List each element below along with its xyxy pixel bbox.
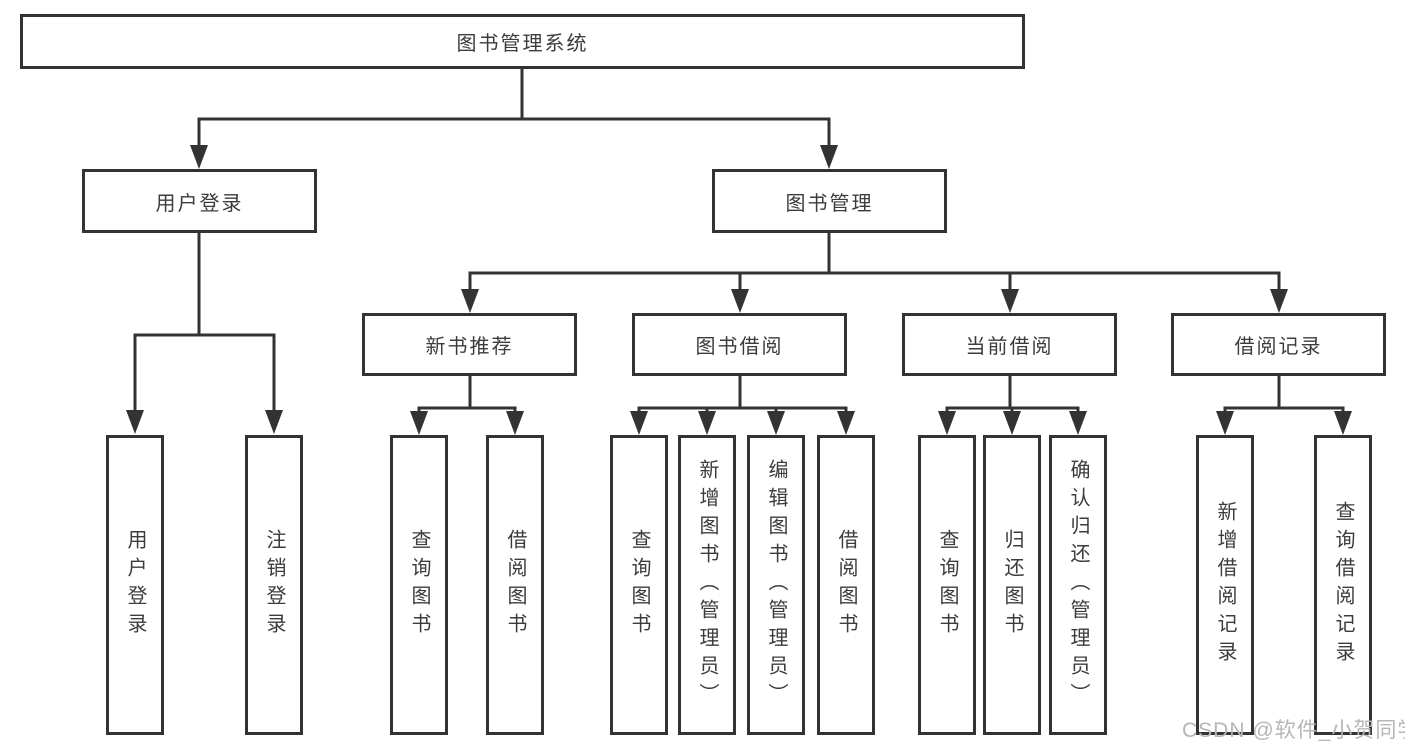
leaf-current-query-books-label: 查询图书 <box>936 529 958 641</box>
node-book-management: 图书管理 <box>712 169 947 233</box>
leaf-query-borrow-record-label: 查询借阅记录 <box>1332 501 1354 669</box>
node-book-management-label: 图书管理 <box>785 192 874 215</box>
node-borrowing-records: 借阅记录 <box>1171 313 1386 376</box>
node-new-book-recommend-label: 新书推荐 <box>425 336 514 358</box>
leaf-confirm-return-admin-label: 确认归还（管理员） <box>1067 459 1089 711</box>
leaf-edit-books-admin: 编辑图书（管理员） <box>747 435 805 735</box>
leaf-logout: 注销登录 <box>245 435 303 735</box>
csdn-watermark: CSDN @软件_小贺同学 <box>1182 719 1405 742</box>
leaf-add-books-admin: 新增图书（管理员） <box>678 435 736 735</box>
connector-book-mgmt-to-level3 <box>461 233 1288 313</box>
leaf-return-books: 归还图书 <box>983 435 1041 735</box>
leaf-user-login-label: 用户登录 <box>124 529 146 641</box>
node-root-system: 图书管理系统 <box>20 14 1025 69</box>
node-current-borrowing: 当前借阅 <box>902 313 1117 376</box>
leaf-user-login: 用户登录 <box>106 435 164 735</box>
connector-user-login-to-leaves <box>126 233 283 434</box>
leaf-add-books-admin-label: 新增图书（管理员） <box>696 459 718 711</box>
leaf-recommend-borrow-books-label: 借阅图书 <box>504 529 526 641</box>
connector-root-to-level2 <box>190 69 838 169</box>
leaf-logout-label: 注销登录 <box>263 529 285 641</box>
leaf-confirm-return-admin: 确认归还（管理员） <box>1049 435 1107 735</box>
leaf-borrowing-query-books-label: 查询图书 <box>628 529 650 641</box>
leaf-current-query-books: 查询图书 <box>918 435 976 735</box>
leaf-add-borrow-record: 新增借阅记录 <box>1196 435 1254 735</box>
connector-book-borrow-to-leaves <box>630 376 855 435</box>
connector-borrow-record-to-leaves <box>1216 376 1352 435</box>
node-user-login-label: 用户登录 <box>155 192 244 215</box>
connector-new-book-rec-to-leaves <box>410 376 524 435</box>
leaf-borrow-books-label: 借阅图书 <box>835 529 857 641</box>
leaf-borrow-books: 借阅图书 <box>817 435 875 735</box>
leaf-borrowing-query-books: 查询图书 <box>610 435 668 735</box>
node-root-system-label: 图书管理系统 <box>456 33 589 55</box>
node-new-book-recommend: 新书推荐 <box>362 313 577 376</box>
node-current-borrowing-label: 当前借阅 <box>965 336 1054 358</box>
leaf-add-borrow-record-label: 新增借阅记录 <box>1214 501 1236 669</box>
leaf-return-books-label: 归还图书 <box>1001 529 1023 641</box>
leaf-edit-books-admin-label: 编辑图书（管理员） <box>765 459 787 711</box>
leaf-recommend-borrow-books: 借阅图书 <box>486 435 544 735</box>
leaf-query-borrow-record: 查询借阅记录 <box>1314 435 1372 735</box>
leaf-recommend-query-books-label: 查询图书 <box>408 529 430 641</box>
node-user-login: 用户登录 <box>82 169 317 233</box>
node-book-borrowing-label: 图书借阅 <box>695 336 784 358</box>
leaf-recommend-query-books: 查询图书 <box>390 435 448 735</box>
node-book-borrowing: 图书借阅 <box>632 313 847 376</box>
node-borrowing-records-label: 借阅记录 <box>1234 336 1323 358</box>
connector-current-borrow-to-leaves <box>938 376 1087 435</box>
